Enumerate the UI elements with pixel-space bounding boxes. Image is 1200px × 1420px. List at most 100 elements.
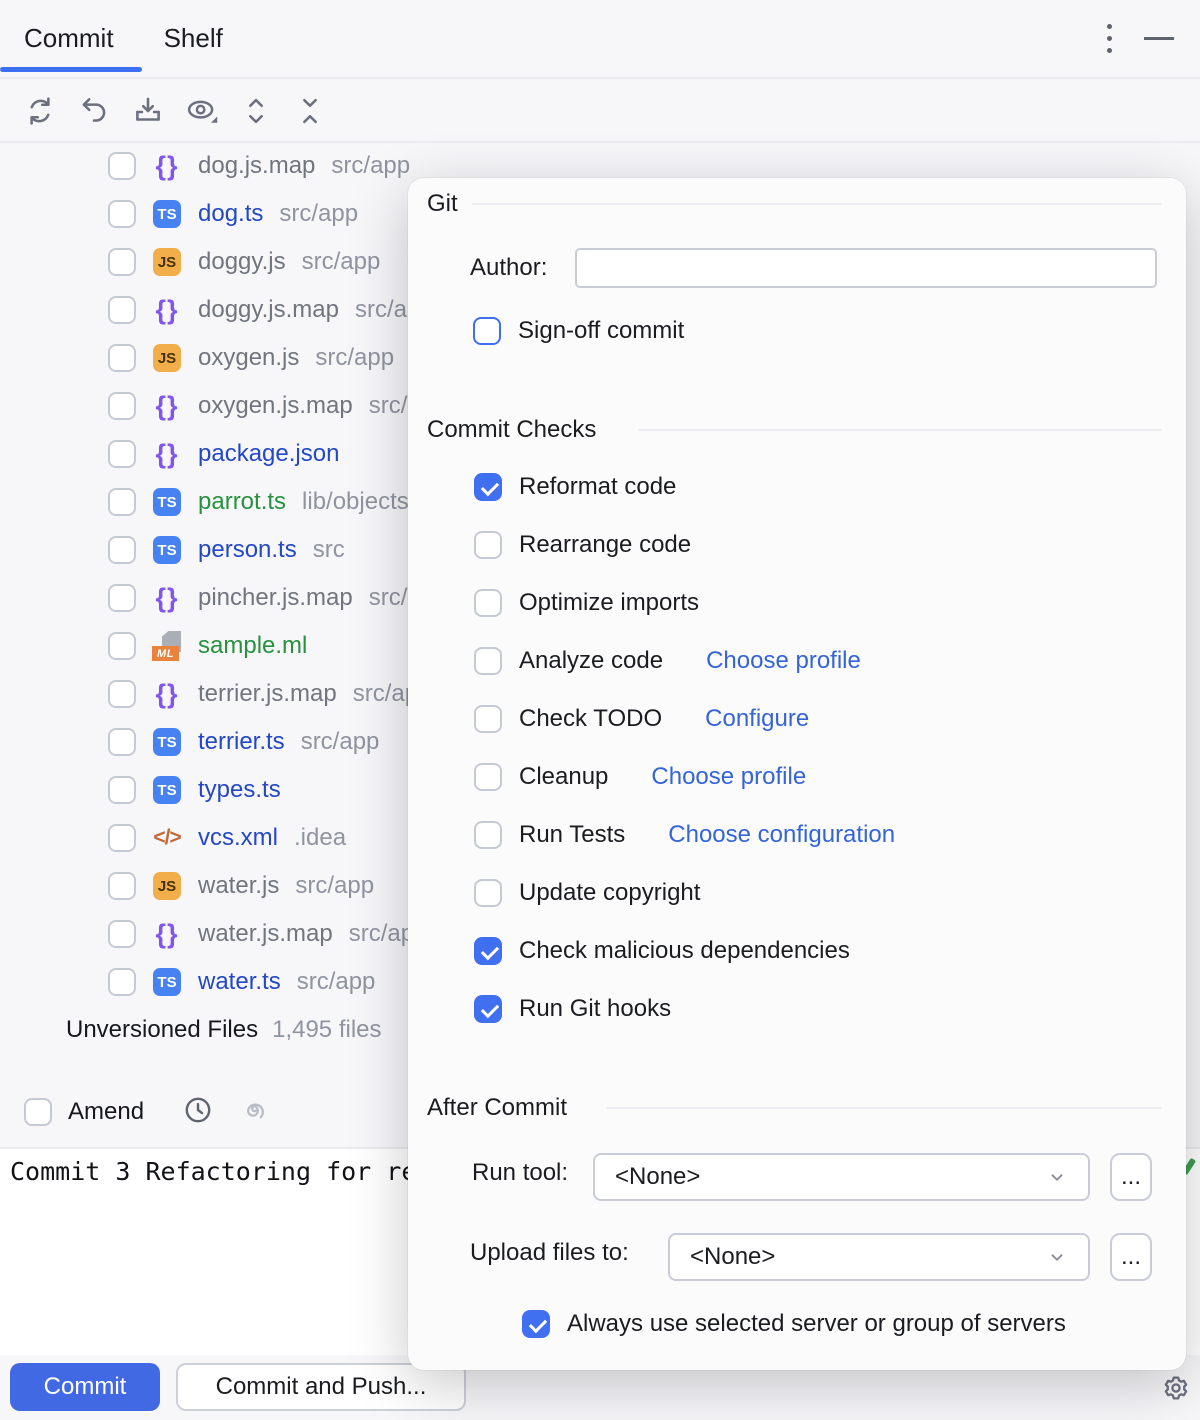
amend-label: Amend (68, 1098, 145, 1125)
file-checkbox[interactable] (108, 392, 136, 420)
file-checkbox[interactable] (108, 344, 136, 372)
file-checkbox[interactable] (108, 632, 136, 660)
run-tool-label: Run tool: (472, 1159, 569, 1186)
file-row[interactable]: ML sample.ml (0, 622, 1200, 670)
check-link[interactable]: Configure (705, 705, 810, 732)
file-row[interactable]: {} package.json (0, 430, 1200, 478)
file-type-icon: {} (155, 582, 179, 613)
rollback-icon[interactable] (76, 93, 112, 129)
file-checkbox[interactable] (108, 296, 136, 324)
shelve-icon[interactable] (130, 93, 166, 129)
toolbar-divider (0, 141, 1200, 143)
file-type-icon: TS (152, 199, 182, 229)
file-checkbox[interactable] (108, 920, 136, 948)
file-row[interactable]: {} dog.js.map src/app (0, 142, 1200, 190)
commit-checks-divider (638, 429, 1162, 431)
upload-files-dropdown[interactable]: <None> (668, 1233, 1090, 1281)
show-options-eye-icon[interactable] (184, 93, 220, 129)
file-checkbox[interactable] (108, 728, 136, 756)
upload-files-more-button[interactable]: ... (1110, 1233, 1152, 1281)
check-checkbox[interactable] (474, 705, 502, 733)
file-name: dog.ts (198, 200, 264, 227)
check-checkbox[interactable] (474, 879, 502, 907)
check-link[interactable]: Choose configuration (668, 821, 896, 848)
file-name: water.js.map (198, 920, 333, 947)
check-checkbox[interactable] (474, 995, 502, 1023)
file-checkbox[interactable] (108, 488, 136, 516)
file-row[interactable]: JS doggy.js src/app (0, 238, 1200, 286)
file-name: terrier.js.map (198, 680, 337, 707)
file-type-icon: TS (152, 775, 182, 805)
file-path: src/app (331, 152, 411, 179)
tab-commit[interactable]: Commit (24, 23, 114, 53)
check-link[interactable]: Choose profile (651, 763, 807, 790)
minimize-icon[interactable] (1144, 37, 1174, 40)
commit-and-push-button[interactable]: Commit and Push... (176, 1363, 466, 1411)
file-type-icon: TS (152, 727, 182, 757)
author-input[interactable] (575, 248, 1157, 288)
file-name: pincher.js.map (198, 584, 353, 611)
amend-checkbox[interactable] (24, 1098, 52, 1126)
tab-shelf[interactable]: Shelf (163, 23, 223, 53)
check-checkbox[interactable] (474, 589, 502, 617)
always-use-server-checkbox[interactable] (522, 1310, 550, 1338)
file-checkbox[interactable] (108, 248, 136, 276)
collapse-all-icon[interactable] (292, 93, 328, 129)
message-history-spiral-icon[interactable] (240, 1095, 270, 1130)
file-name: oxygen.js (198, 344, 300, 371)
file-row[interactable]: TS water.ts src/app (0, 958, 1200, 1006)
file-checkbox[interactable] (108, 824, 136, 852)
check-checkbox[interactable] (474, 821, 502, 849)
kebab-menu-icon[interactable] (1101, 18, 1118, 59)
file-checkbox[interactable] (108, 968, 136, 996)
check-label: Rearrange code (519, 531, 692, 558)
file-checkbox[interactable] (108, 200, 136, 228)
file-row[interactable]: JS oxygen.js src/app (0, 334, 1200, 382)
file-checkbox[interactable] (108, 536, 136, 564)
commit-options-popup: Git Author: Sign-off commit Commit Check… (408, 178, 1186, 1370)
file-checkbox[interactable] (108, 440, 136, 468)
check-link[interactable]: Choose profile (706, 647, 861, 674)
signoff-label: Sign-off commit (518, 317, 685, 344)
file-name: parrot.ts (198, 488, 287, 515)
file-checkbox[interactable] (108, 872, 136, 900)
file-row[interactable]: JS water.js src/app (0, 862, 1200, 910)
commit-check-row: Run Git hooks (474, 980, 895, 1038)
file-row[interactable]: </> vcs.xml .idea (0, 814, 1200, 862)
commit-check-row: Reformat code (474, 458, 895, 516)
file-row[interactable]: TS person.ts src (0, 526, 1200, 574)
run-tool-value: <None> (615, 1163, 701, 1190)
file-row[interactable]: TS dog.ts src/app (0, 190, 1200, 238)
check-checkbox[interactable] (474, 647, 502, 675)
run-tool-dropdown[interactable]: <None> (593, 1153, 1090, 1201)
history-clock-icon[interactable] (182, 1094, 214, 1131)
file-row[interactable]: TS parrot.ts lib/objects (0, 478, 1200, 526)
settings-gear-icon[interactable] (1160, 1372, 1192, 1404)
file-name: types.ts (198, 776, 281, 803)
check-checkbox[interactable] (474, 531, 502, 559)
git-section-title: Git (427, 190, 458, 217)
file-checkbox[interactable] (108, 152, 136, 180)
file-row[interactable]: {} terrier.js.map src/app (0, 670, 1200, 718)
expand-all-icon[interactable] (238, 93, 274, 129)
file-checkbox[interactable] (108, 584, 136, 612)
file-row[interactable]: TS terrier.ts src/app (0, 718, 1200, 766)
tool-window-header: Commit Shelf (0, 0, 1200, 77)
file-checkbox[interactable] (108, 680, 136, 708)
check-checkbox[interactable] (474, 763, 502, 791)
unversioned-files-group[interactable]: Unversioned Files 1,495 files (0, 1006, 1200, 1054)
check-label: Run Git hooks (519, 995, 672, 1022)
check-checkbox[interactable] (474, 473, 502, 501)
refresh-icon[interactable] (22, 93, 58, 129)
commit-checks-section-title: Commit Checks (427, 416, 597, 443)
file-type-icon: {} (155, 150, 179, 181)
run-tool-more-button[interactable]: ... (1110, 1153, 1152, 1201)
file-type-icon: </> (153, 826, 181, 849)
file-checkbox[interactable] (108, 776, 136, 804)
file-row[interactable]: TS types.ts (0, 766, 1200, 814)
file-path: lib/objects (302, 488, 409, 515)
commit-button[interactable]: Commit (10, 1363, 160, 1411)
signoff-checkbox[interactable] (473, 317, 501, 345)
check-checkbox[interactable] (474, 937, 502, 965)
header-divider (0, 77, 1200, 79)
